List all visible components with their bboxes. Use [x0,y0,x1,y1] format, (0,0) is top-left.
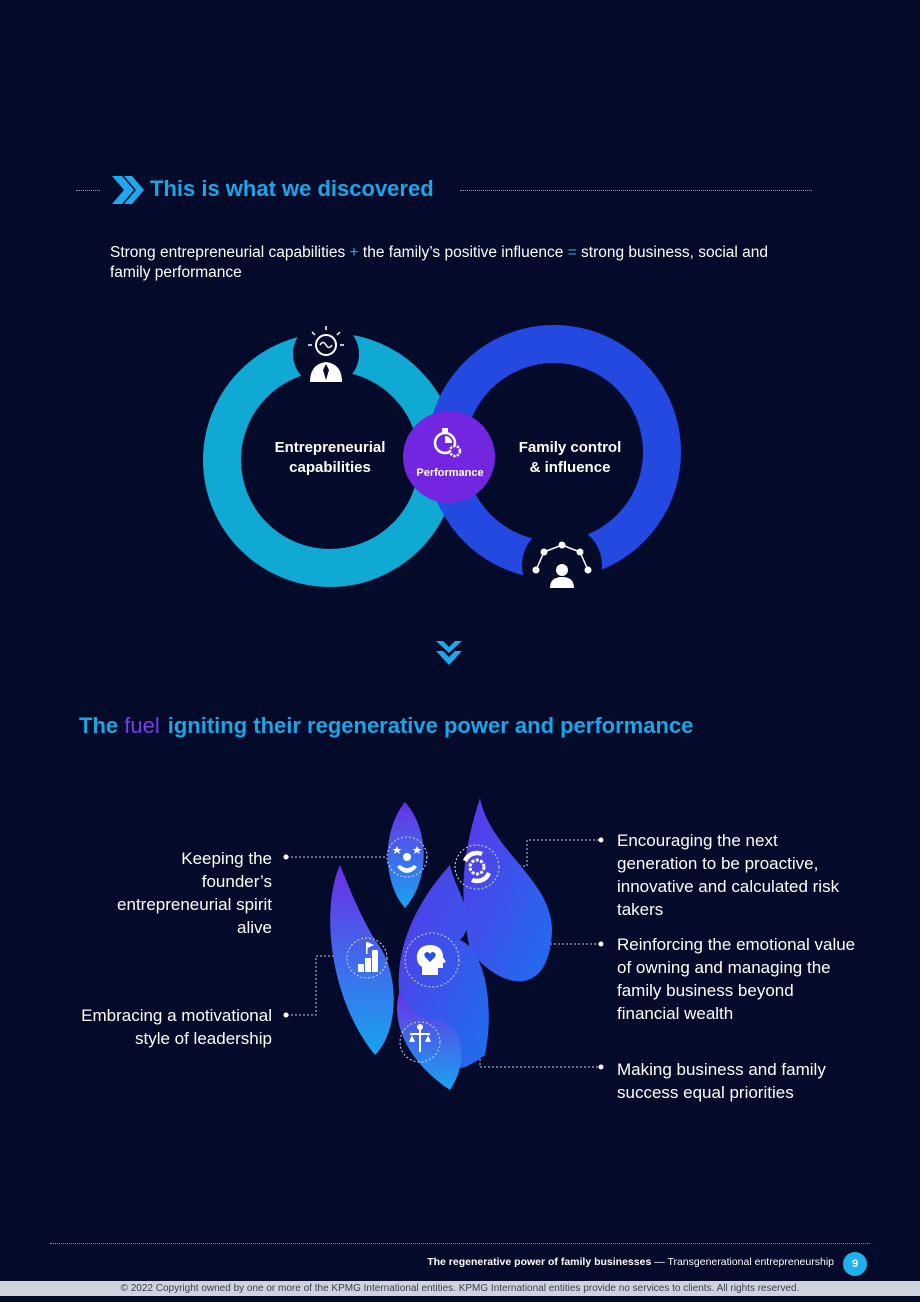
left-label-line-2: capabilities [289,459,371,476]
entrepreneurial-capabilities-label: Entrepreneurial capabilities [258,438,402,478]
plus-sign: + [349,244,359,261]
left-label-line-1: Entrepreneurial [274,439,386,456]
dotted-rule-right [460,190,812,191]
right-label-line-1: Family control [518,439,622,456]
section-header: This is what we discovered [76,170,816,210]
driver-emotional-value: Reinforcing the emotional value of ownin… [617,935,856,1023]
right-label-line-2: & influence [529,459,611,476]
fuel-heading-rest: igniting their regenerative power and pe… [167,713,694,738]
footer-title-bold: The regenerative power of family busines… [427,1256,652,1268]
driver-motivational-leadership: Embracing a motivational style of leader… [81,1006,272,1048]
intro-part-2: the family’s positive influence [358,244,568,261]
fuel-word: fuel [124,713,160,738]
double-chevron-right-icon [112,176,144,204]
flame-left [330,865,394,1055]
infinity-rings [203,321,681,605]
intro-part-1: Strong entrepreneurial capabilities [110,244,350,261]
driver-founder-spirit: Keeping the founder’s entrepreneurial sp… [117,849,272,937]
stopwatch-gear-icon [433,428,462,458]
fuel-heading: The fuel igniting their regenerative powe… [79,713,693,739]
page-number-badge: 9 [843,1252,867,1276]
podium-flag-icon [358,942,378,972]
intro-part-3: strong business, social and family perfo… [110,244,769,281]
driver-next-generation: Encouraging the next generation to be pr… [617,831,840,919]
gear-cycle-icon [463,850,491,884]
fuel-heading-start: The [79,713,125,738]
footer-dotted-rule [50,1243,870,1244]
footer-title: The regenerative power of family busines… [300,1256,834,1268]
flames-illustration [330,798,552,1090]
footer-title-rest: — Transgenerational entrepreneurship [651,1256,834,1268]
copyright-bar: © 2022 Copyright owned by one or more of… [0,1281,920,1296]
flame-tall-right [463,798,552,982]
performance-badge [403,411,495,503]
driver-equal-priorities: Making business and family success equal… [617,1060,826,1102]
infinity-diagram: Entrepreneurial capabilities Family cont… [180,320,720,610]
star-person-icon [392,846,422,873]
double-chevron-down-icon [436,641,462,665]
head-heart-icon [416,945,446,975]
balance-people-icon [409,1024,431,1052]
people-network-icon [522,525,602,605]
dotted-rule-left [76,190,100,191]
performance-label: Performance [416,467,484,479]
section-title: This is what we discovered [150,176,434,201]
intro-text: Strong entrepreneurial capabilities + th… [110,243,790,283]
family-control-label: Family control & influence [490,438,650,478]
lightbulb-brain-icon [293,321,359,387]
equals-sign: = [567,244,577,261]
